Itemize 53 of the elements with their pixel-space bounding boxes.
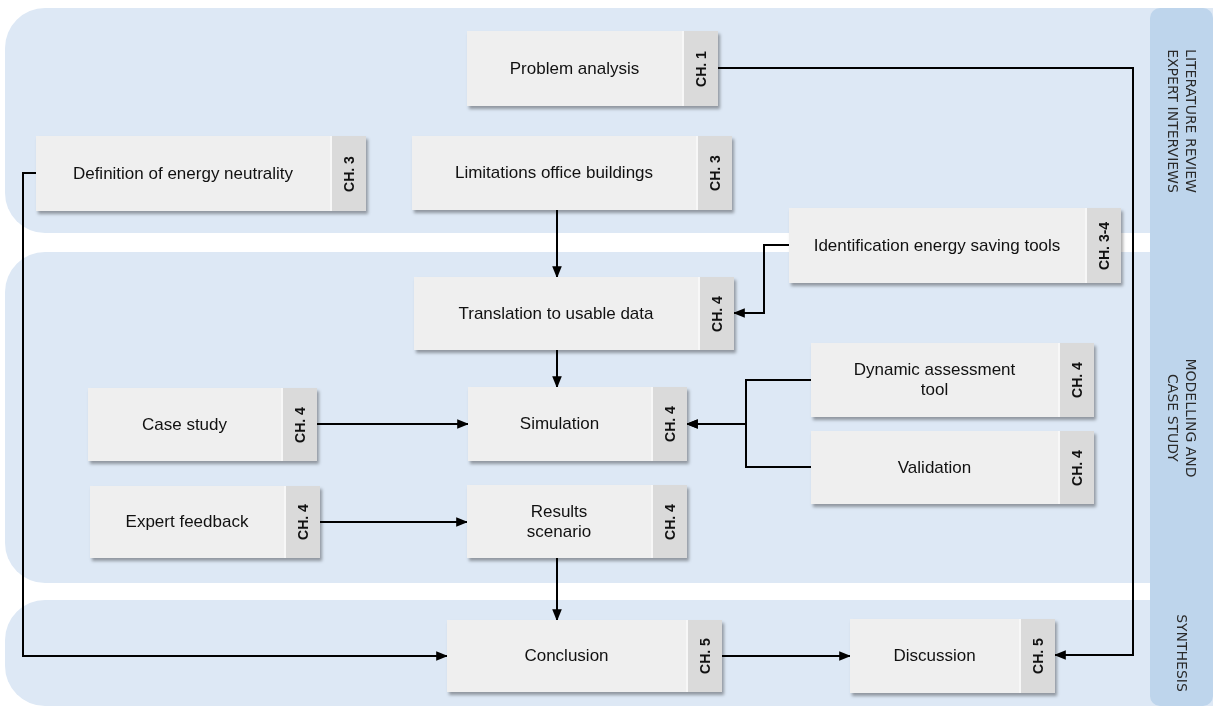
process-box: [36, 136, 366, 211]
chapter-tab: CH. 3-4: [1085, 208, 1121, 283]
chapter-tab: CH. 3: [696, 136, 732, 210]
step-label: Case study: [140, 413, 228, 436]
arrow: [22, 172, 449, 661]
chapter-tab: CH. 4: [651, 485, 687, 558]
arrow: [685, 419, 812, 468]
process-box: [467, 31, 718, 106]
process-box: [447, 620, 722, 692]
chapter-tab: CH. 1: [682, 31, 718, 106]
step-label: Results scenario: [525, 500, 593, 543]
chapter-tab: CH. 5: [686, 620, 722, 692]
chapter-tab: CH. 4: [698, 277, 734, 350]
process-box: [811, 431, 1094, 504]
step-label: Identification energy saving tools: [812, 234, 1062, 257]
chapter-tab: CH. 4: [1058, 431, 1094, 504]
chapter-tab: CH. 4: [281, 388, 317, 461]
arrow: [552, 349, 562, 389]
chapter-tab: CH. 4: [284, 486, 320, 558]
process-box: [90, 486, 320, 558]
arrow: [721, 651, 852, 661]
step-label: Simulation: [518, 413, 601, 435]
chapter-tab: CH. 3: [330, 136, 366, 211]
chapter-tab: CH. 4: [1058, 343, 1094, 417]
process-box: [467, 485, 687, 558]
step-label: Translation to usable data: [457, 302, 655, 325]
process-box: [412, 136, 732, 210]
process-box: [414, 277, 734, 350]
process-box: [789, 208, 1121, 283]
process-box: [811, 343, 1094, 417]
step-label: Validation: [896, 456, 973, 479]
step-label: Dynamic assessment tool: [852, 359, 1017, 401]
process-box: [468, 387, 687, 461]
phase-label: SYNTHESIS: [1150, 600, 1213, 706]
step-label: Discussion: [892, 645, 977, 667]
process-box: [850, 619, 1055, 693]
arrow: [552, 557, 562, 622]
arrow: [717, 67, 1134, 660]
phase-band: [5, 600, 1213, 706]
arrow: [732, 244, 790, 318]
arrow: [319, 517, 469, 527]
phase-label: LITERATURE REVIEW EXPERT INTERVIEWS: [1150, 8, 1213, 233]
arrow: [552, 209, 562, 279]
chapter-tab: CH. 4: [651, 387, 687, 461]
step-label: Expert feedback: [124, 511, 250, 533]
phase-label: MODELLING AND CASE STUDY: [1150, 252, 1213, 583]
step-label: Definition of energy neutrality: [71, 162, 295, 185]
chapter-tab: CH. 5: [1019, 619, 1055, 693]
arrow: [316, 419, 470, 429]
step-label: Conclusion: [523, 645, 610, 667]
process-box: [88, 388, 317, 461]
step-label: Limitations office buildings: [453, 162, 655, 184]
step-label: Problem analysis: [508, 57, 641, 80]
